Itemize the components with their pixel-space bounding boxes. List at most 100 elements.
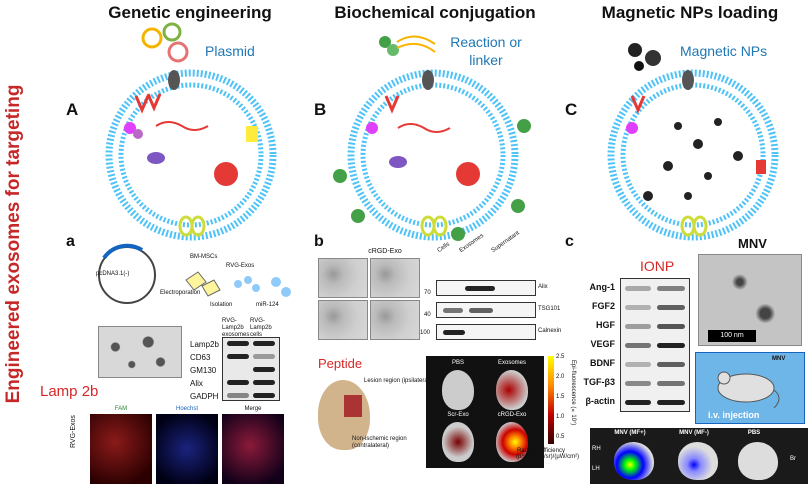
blot-b-row-calnexin: Calnexin	[538, 328, 562, 334]
scale-bar-label: 100 nm	[708, 330, 756, 342]
linker-molecule-icon	[379, 35, 436, 56]
exosome-diagram-biochemical	[333, 69, 531, 241]
tag-magnetic-nps: Magnetic NPs	[680, 43, 768, 59]
blot-a-row-label: GM130	[190, 366, 217, 375]
blot-b-mw-100: 100	[420, 330, 431, 336]
blot-a-row-label: CD63	[190, 353, 211, 362]
column-title-biochemical: Biochemical conjugation	[334, 3, 536, 22]
exosome-diagram-genetic	[105, 69, 277, 241]
side-title-container: Engineered exosomes for targeting	[0, 4, 34, 484]
blot-a-membrane	[222, 337, 280, 401]
magnetic-nps-icon	[628, 43, 661, 71]
mnv-side-rh: RH	[592, 446, 601, 452]
mnv-col-mf-minus: MNV (MF-)	[679, 430, 709, 436]
em-title-crgd: cRGD-Exo	[368, 248, 402, 255]
blot-a-row-label: GADPH	[190, 392, 219, 401]
blot-b-mw-40: 40	[424, 312, 431, 318]
em-image-crgd-1	[318, 258, 368, 298]
panel-letter-c-upper: C	[565, 100, 578, 119]
mnv-br-label: Br	[790, 456, 796, 462]
em-image-crgd-2	[370, 258, 420, 298]
blot-b-tsg101	[436, 302, 536, 318]
ivis-brain-pbs	[442, 370, 474, 410]
colorbar-tick: 1.0	[556, 414, 565, 420]
colorbar-tick: 2.5	[556, 354, 565, 360]
tag-plasmid: Plasmid	[205, 43, 255, 59]
blot-a-row-label: Alix	[190, 379, 203, 388]
em-image-rvg-exos	[98, 326, 182, 378]
panel-letter-a-upper: A	[66, 100, 79, 119]
stain-image-fam	[90, 414, 152, 484]
blot-c-row-label: VEGF	[590, 339, 615, 349]
colorbar-label: Epi-fluorescence (×10⁷)	[570, 360, 576, 426]
blot-c-row-label: TGF-β3	[583, 377, 616, 387]
panel-letter-b-upper: B	[314, 100, 327, 119]
colorbar-tick: 1.5	[556, 394, 565, 400]
ivis-label-scr-exo: Scr-Exo	[447, 412, 469, 418]
plasmid-rings-icon	[141, 22, 189, 63]
ivis-label-exosomes: Exosomes	[497, 360, 526, 366]
mnv-side-lh: LH	[592, 466, 600, 472]
ivis-brain-crgd-exo	[496, 422, 528, 462]
flow-cells-icon	[185, 271, 291, 297]
flow-label-isolation: Isolation	[210, 302, 233, 308]
stain-header-hoechst: Hoechst	[175, 406, 198, 412]
stain-image-hoechst	[156, 414, 218, 484]
mnv-brain-pbs	[738, 442, 778, 480]
em-image-crgd-4	[370, 300, 420, 340]
column-title-genetic: Genetic engineering	[108, 3, 272, 22]
blot-c-row-label: β-actin	[585, 396, 616, 406]
panel-letter-c: c	[565, 233, 574, 250]
ivis-brain-scr-exo	[442, 422, 474, 462]
radiant-efficiency-label: Radiant Efficiency (p/sec/cm²/sr)/(µW/cm…	[516, 448, 580, 460]
stain-image-merge	[222, 414, 284, 484]
blot-c-row-label: FGF2	[591, 301, 615, 311]
side-title: Engineered exosomes for targeting	[3, 84, 24, 404]
mnv-col-pbs: PBS	[747, 430, 761, 436]
blot-c-row-label: HGF	[596, 320, 615, 330]
blot-c-membrane	[620, 278, 690, 412]
blot-b-row-tsg101: TSG101	[538, 306, 561, 312]
label-ionp: IONP	[640, 258, 675, 274]
injection-label: i.v. injection	[708, 410, 760, 420]
blot-a-row-label: Lamp2b	[190, 340, 219, 349]
blot-a-header-exosomes: RVG-Lamp2b exosomes	[222, 318, 250, 338]
ivis-brain-exosomes	[496, 370, 528, 410]
blot-b-mw-70: 70	[424, 290, 431, 296]
blot-b-row-alix: Alix	[538, 284, 548, 290]
mnv-col-mf-plus: MNV (MF+)	[614, 430, 646, 436]
blot-b-calnexin	[436, 324, 536, 340]
blot-a-header-cells: RVG-Lamp2b cells	[250, 318, 272, 338]
colorbar-tick: 2.0	[556, 374, 565, 380]
blot-c-row-label: BDNF	[590, 358, 615, 368]
plasmid-map	[98, 243, 156, 304]
colorbar-tick: 0.5	[556, 434, 565, 440]
brain-label-lesion: Lesion region (ipsilateral)	[364, 378, 432, 384]
flow-label-bmmscs: BM-MSCs	[190, 254, 218, 260]
mnv-brain-mf-minus	[678, 442, 718, 480]
mnv-brain-mf-plus	[614, 442, 654, 480]
colorbar	[548, 356, 554, 444]
em-image-crgd-3	[318, 300, 368, 340]
stain-header-merge: Merge	[244, 406, 262, 412]
ivis-label-pbs: PBS	[451, 360, 464, 366]
em-title-mnv: MNV	[738, 236, 767, 251]
panel-letter-a: a	[66, 233, 75, 250]
label-peptide: Peptide	[318, 356, 363, 371]
mnv-badge: MNV	[772, 356, 786, 362]
brain-lesion-box	[344, 395, 362, 417]
stain-row-label: RVG-Exos	[70, 415, 77, 448]
brain-label-non-ischemic: Non-ischemic region (contralateral)	[352, 436, 407, 449]
label-lamp2b: Lamp 2b	[40, 383, 99, 400]
flow-label-mir124: miR-124	[256, 302, 279, 308]
flow-label-rvg-exos: RVG-Exos	[226, 263, 255, 269]
blot-b-alix	[436, 280, 536, 296]
panel-letter-b: b	[314, 233, 324, 250]
plasmid-label: pcDNA3.1(-)	[96, 271, 130, 277]
column-title-magnetic: Magnetic NPs loading	[601, 3, 779, 22]
mouse-icon	[717, 371, 780, 409]
stain-header-fam: FAM	[114, 406, 128, 412]
exosome-diagram-magnetic	[607, 69, 779, 241]
tag-reaction-linker: Reaction or linker	[450, 34, 522, 68]
blot-c-row-label: Ang-1	[589, 282, 616, 292]
